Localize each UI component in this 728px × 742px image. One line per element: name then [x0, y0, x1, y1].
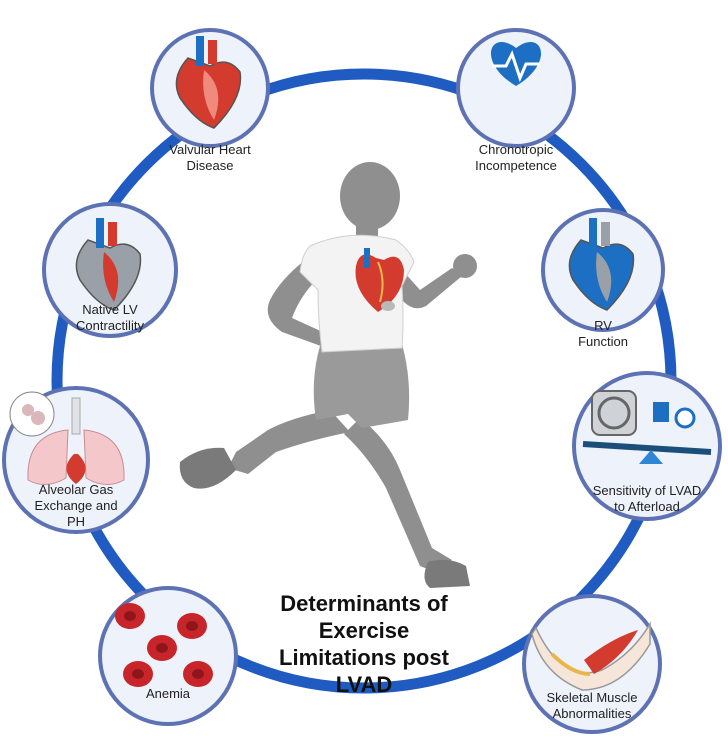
- node-label: RV Function: [578, 318, 628, 349]
- node-lvad-afterload: Sensitivity of LVAD to Afterload: [572, 371, 722, 521]
- heart-anatomy-icon: [175, 36, 242, 129]
- node-alveolar-gas-exchange: Alveolar Gas Exchange and PH: [2, 386, 150, 534]
- node-label: Sensitivity of LVAD to Afterload: [592, 483, 702, 514]
- node-label: Skeletal Muscle Abnormalities: [546, 690, 638, 721]
- lv-heart-icon: [75, 218, 142, 311]
- rv-heart-icon: [568, 218, 635, 311]
- red-blood-cells-icon: [115, 603, 213, 687]
- lvad-pump-icon: [582, 390, 712, 464]
- chest-heart-icon: [355, 248, 404, 312]
- node-chronotropic-incompetence: Chronotropic Incompetence: [456, 28, 576, 173]
- lungs-icon: [9, 391, 125, 485]
- diagram-title: Determinants of Exercise Limitations pos…: [279, 591, 449, 697]
- node-skeletal-muscle: Skeletal Muscle Abnormalities: [522, 594, 662, 734]
- node-label: Native LV Contractility: [76, 302, 144, 333]
- node-native-lv-contractility: Native LV Contractility: [42, 202, 178, 338]
- node-anemia: Anemia: [98, 586, 238, 726]
- runner-body: [179, 162, 477, 588]
- node-label: Chronotropic Incompetence: [475, 142, 557, 173]
- node-rv-function: RV Function: [541, 208, 665, 349]
- node-label: Valvular Heart Disease: [169, 142, 251, 173]
- node-valvular-heart-disease: Valvular Heart Disease: [150, 28, 270, 173]
- node-label: Anemia: [145, 686, 191, 701]
- heartbeat-icon: [490, 41, 542, 86]
- arm-muscle-icon: [531, 621, 651, 691]
- node-label: Alveolar Gas Exchange and PH: [34, 482, 118, 529]
